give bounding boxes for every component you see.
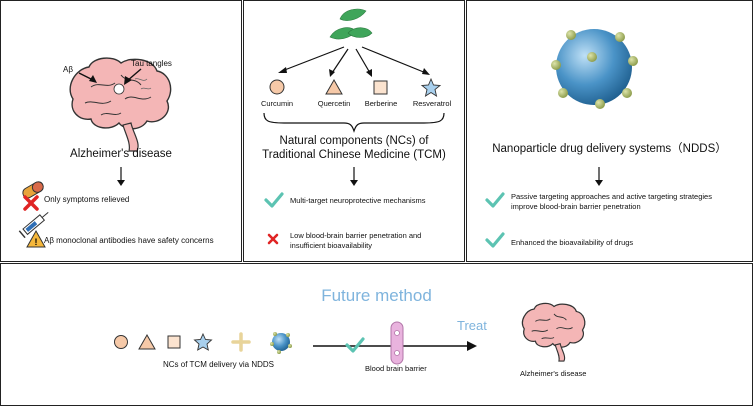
nanoparticle-icon [270, 332, 292, 354]
label-treat: Treat [457, 318, 487, 333]
warning-icon: ! [26, 229, 46, 248]
text-targeting-line1: Passive targeting approaches and active … [511, 192, 712, 201]
label-target-ad: Alzheimer's disease [520, 369, 587, 378]
panel-alzheimers-graphics: ! [18, 57, 172, 248]
pill-icon [22, 181, 44, 199]
brain-icon [69, 57, 172, 152]
label-abeta: Aβ [63, 65, 73, 74]
barrier-icon [390, 321, 404, 365]
syringe-icon [18, 212, 49, 239]
cross-icon [23, 195, 39, 211]
check-icon [485, 192, 505, 208]
nanoparticle-icon [551, 29, 638, 109]
circle-icon [114, 335, 128, 349]
title-alzheimers: Alzheimer's disease [70, 148, 172, 160]
curly-brace [263, 112, 445, 133]
text-multitarget: Multi-target neuroprotective mechanisms [290, 196, 426, 205]
star-icon [193, 332, 213, 351]
text-targeting-line2: improve blood-brain barrier penetration [511, 202, 641, 211]
square-icon [373, 80, 388, 95]
label-tau: Tau tangles [131, 59, 172, 68]
check-icon [345, 337, 365, 353]
check-icon [485, 232, 505, 248]
check-icon [264, 192, 284, 208]
text-low-bbb-line1: Low blood-brain barrier penetration and [290, 231, 422, 240]
plus-icon [231, 332, 251, 352]
label-bbb: Blood brain barrier [365, 364, 427, 373]
panel-ndds-graphics [485, 29, 638, 248]
cross-icon [267, 233, 279, 245]
triangle-icon [138, 333, 156, 350]
triangle-icon [325, 78, 343, 95]
square-icon [167, 335, 181, 349]
label-delivery: NCs of TCM delivery via NDDS [163, 360, 274, 369]
label-curcumin: Curcumin [260, 99, 294, 108]
text-antibodies: Aβ monoclonal antibodies have safety con… [44, 236, 214, 245]
label-resveratrol: Resveratrol [412, 99, 452, 108]
label-berberine: Berberine [364, 99, 398, 108]
title-tcm-line2: Traditional Chinese Medicine (TCM) [262, 149, 446, 161]
panel-tcm: Curcumin Quercetin Berberine Resveratrol… [243, 0, 465, 262]
title-ndds: Nanoparticle drug delivery systems（NDDS） [492, 143, 727, 155]
title-future: Future method [321, 286, 432, 305]
compound-arrows [281, 46, 427, 74]
svg-text:!: ! [35, 237, 38, 247]
leaves-icon [329, 8, 373, 40]
title-tcm-line1: Natural components (NCs) of [279, 135, 429, 147]
panel-future: Future method Treat NCs of TCM delivery … [0, 263, 753, 406]
text-symptoms: Only symptoms relieved [44, 195, 130, 204]
text-low-bbb-line2: insufficient bioavailability [290, 241, 372, 250]
circle-icon [269, 79, 285, 95]
label-quercetin: Quercetin [317, 99, 351, 108]
brain-icon [521, 302, 586, 362]
panel-ndds: Nanoparticle drug delivery systems（NDDS）… [466, 0, 753, 262]
panel-future-graphics [114, 302, 586, 365]
panel-tcm-graphics [263, 8, 445, 245]
star-icon [420, 77, 442, 97]
text-bioavailability: Enhanced the bioavailability of drugs [511, 238, 634, 247]
panel-alzheimers: ! Aβ Tau tangles Alzheimer's disease Onl… [0, 0, 242, 262]
